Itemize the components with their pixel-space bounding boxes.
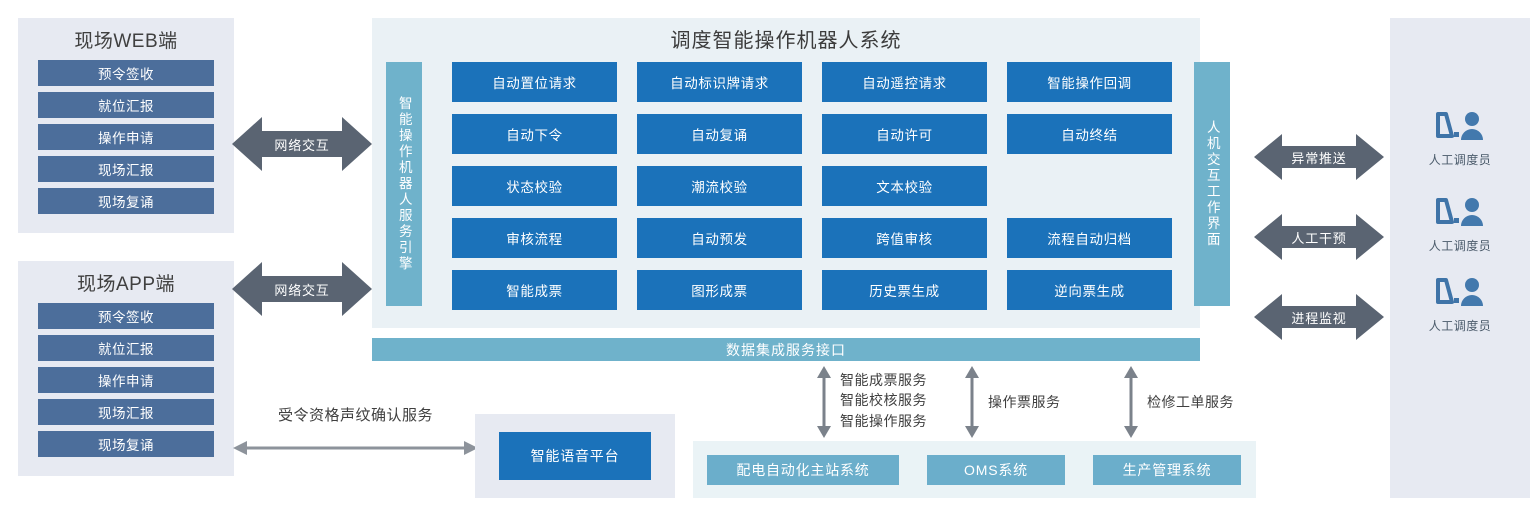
client-panel-app: 现场APP端 预令签收 就位汇报 操作申请 现场汇报 现场复诵: [18, 261, 234, 476]
function-box[interactable]: 自动下令: [452, 114, 617, 154]
client-button-app-2[interactable]: 操作申请: [38, 367, 214, 393]
dispatcher-icon: [1432, 196, 1488, 235]
function-box[interactable]: 自动置位请求: [452, 62, 617, 102]
external-system-box-1[interactable]: OMS系统: [927, 455, 1065, 485]
dispatcher-label-0: 人工调度员: [1428, 153, 1492, 167]
page-title: 调度智能操作机器人系统: [670, 30, 902, 52]
client-button-web-3[interactable]: 现场汇报: [38, 156, 214, 182]
client-button-web-2[interactable]: 操作申请: [38, 124, 214, 150]
client-title-app: 现场APP端: [76, 274, 176, 295]
function-box[interactable]: 文本校验: [822, 166, 987, 206]
client-panel-web: 现场WEB端 预令签收 就位汇报 操作申请 现场汇报 现场复诵: [18, 18, 234, 233]
function-box-empty: [1007, 166, 1172, 206]
data-integration-bar: 数据集成服务接口: [372, 338, 1200, 361]
function-box[interactable]: 流程自动归档: [1007, 218, 1172, 258]
function-box[interactable]: 自动预发: [637, 218, 802, 258]
function-box[interactable]: 历史票生成: [822, 270, 987, 310]
client-title-web: 现场WEB端: [74, 31, 178, 52]
external-system-box-0[interactable]: 配电自动化主站系统: [707, 455, 899, 485]
dispatcher-arrow-0: 异常推送: [1254, 131, 1384, 183]
network-arrow-app: 网络交互: [232, 258, 372, 320]
function-box[interactable]: 自动遥控请求: [822, 62, 987, 102]
service-label-0: 智能成票服务 智能校核服务 智能操作服务: [840, 372, 927, 429]
function-box[interactable]: 状态校验: [452, 166, 617, 206]
dispatcher-2: 人工调度员: [1398, 276, 1522, 334]
client-button-app-0[interactable]: 预令签收: [38, 303, 214, 329]
dispatcher-1: 人工调度员: [1398, 196, 1522, 254]
function-box[interactable]: 审核流程: [452, 218, 617, 258]
dispatcher-label-2: 人工调度员: [1428, 319, 1492, 333]
client-button-app-4[interactable]: 现场复诵: [38, 431, 214, 457]
client-button-web-1[interactable]: 就位汇报: [38, 92, 214, 118]
service-arrow-1: [965, 366, 979, 438]
dispatcher-0: 人工调度员: [1398, 110, 1522, 168]
service-arrow-2: [1124, 366, 1138, 438]
client-button-app-1[interactable]: 就位汇报: [38, 335, 214, 361]
client-button-web-0[interactable]: 预令签收: [38, 60, 214, 86]
dispatcher-arrow-2: 进程监视: [1254, 291, 1384, 343]
dispatcher-arrow-1: 人工干预: [1254, 211, 1384, 263]
service-label-2: 检修工单服务: [1147, 394, 1234, 410]
dispatcher-icon: [1432, 276, 1488, 315]
voice-service-arrow: [233, 440, 478, 456]
client-button-web-4[interactable]: 现场复诵: [38, 188, 214, 214]
function-box[interactable]: 智能成票: [452, 270, 617, 310]
function-box[interactable]: 自动终结: [1007, 114, 1172, 154]
network-arrow-web: 网络交互: [232, 113, 372, 175]
external-system-box-2[interactable]: 生产管理系统: [1093, 455, 1241, 485]
voice-platform-box[interactable]: 智能语音平台: [499, 432, 651, 480]
voice-service-label: 受令资格声纹确认服务: [277, 407, 433, 424]
dispatcher-icon: [1432, 110, 1488, 149]
function-box[interactable]: 逆向票生成: [1007, 270, 1172, 310]
engine-service-bar: 智能操作机器人服务引擎: [386, 62, 422, 306]
function-box[interactable]: 自动许可: [822, 114, 987, 154]
function-box[interactable]: 智能操作回调: [1007, 62, 1172, 102]
service-label-1: 操作票服务: [988, 394, 1061, 410]
service-arrow-0: [817, 366, 831, 438]
client-button-app-3[interactable]: 现场汇报: [38, 399, 214, 425]
function-box[interactable]: 自动复诵: [637, 114, 802, 154]
function-box[interactable]: 图形成票: [637, 270, 802, 310]
dispatcher-label-1: 人工调度员: [1428, 239, 1492, 253]
function-box[interactable]: 自动标识牌请求: [637, 62, 802, 102]
function-box[interactable]: 潮流校验: [637, 166, 802, 206]
function-box[interactable]: 跨值审核: [822, 218, 987, 258]
hmi-workbench-bar: 人机交互工作界面: [1194, 62, 1230, 306]
function-grid: 自动置位请求 自动标识牌请求 自动遥控请求 智能操作回调 自动下令 自动复诵 自…: [452, 62, 1172, 310]
dispatcher-panel: [1390, 18, 1530, 498]
